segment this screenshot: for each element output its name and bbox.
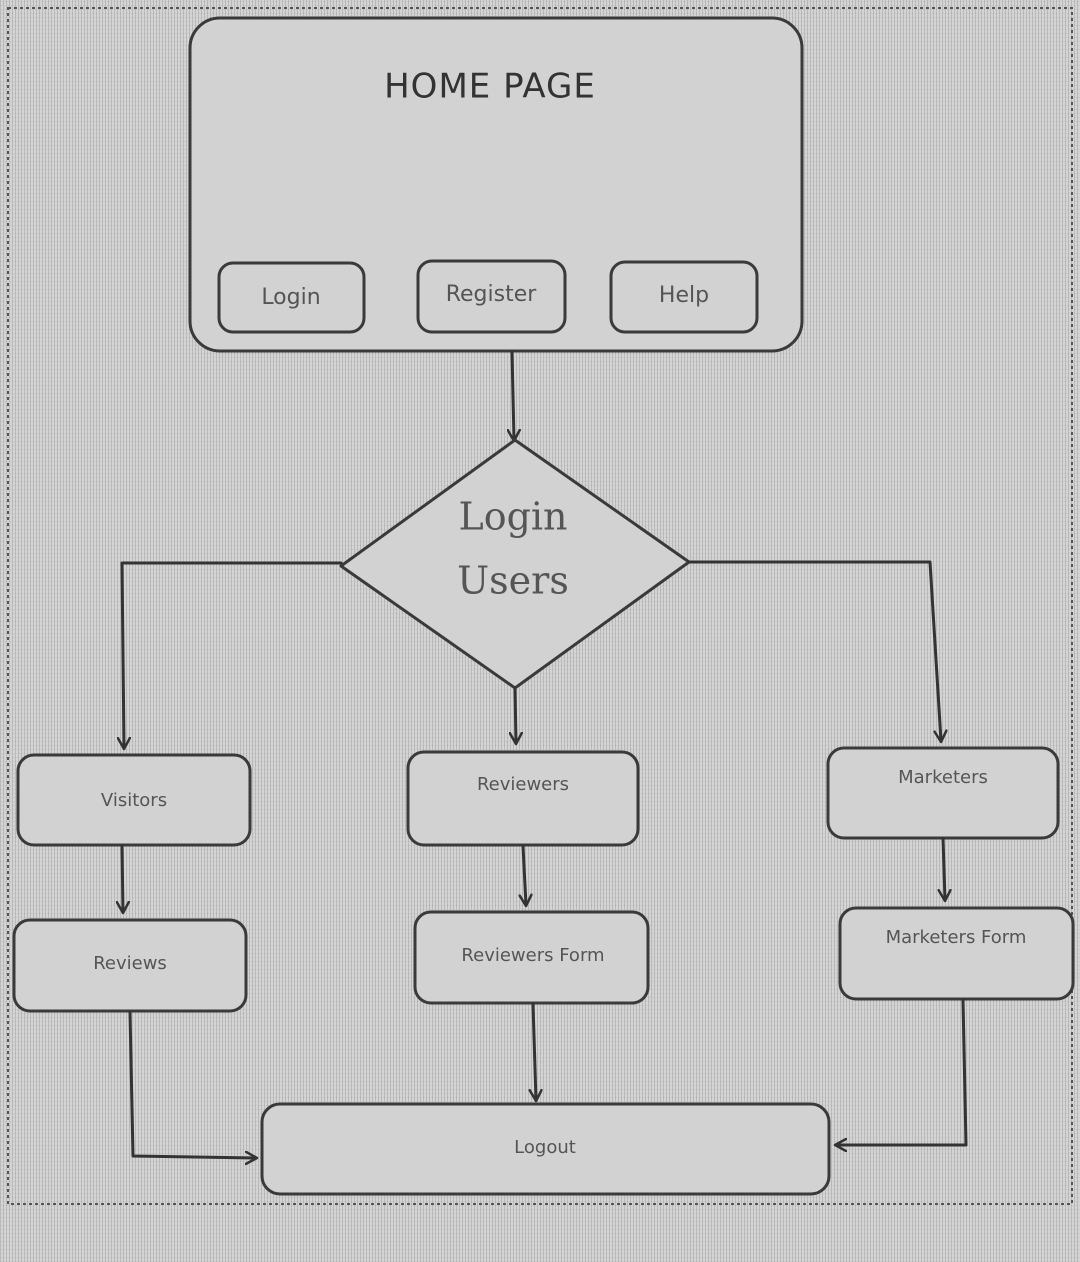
marketers-form-label: Marketers Form	[886, 927, 1027, 948]
reviewers-form-node: Reviewers Form	[413, 910, 650, 1005]
reviews-node: Reviews	[12, 918, 248, 1013]
decision-label-line2: Users	[457, 559, 569, 603]
connector-home-to-login	[512, 350, 514, 440]
login-button-label: Login	[261, 285, 320, 310]
connector-marketers-form-to-logout	[836, 998, 968, 1145]
reviewers-node: Reviewers	[406, 750, 640, 847]
marketers-label: Marketers	[898, 767, 988, 788]
help-button-label: Help	[659, 283, 709, 308]
connector-reviews-to-logout	[128, 1010, 256, 1158]
logout-node: Logout	[260, 1102, 831, 1196]
marketers-form-node: Marketers Form	[838, 906, 1075, 1001]
connector-visitors-to-reviews	[122, 844, 123, 912]
connector-login-to-visitors	[122, 561, 343, 748]
register-button[interactable]: Register	[416, 259, 567, 334]
connector-marketers-to-form	[943, 836, 945, 900]
marketers-node: Marketers	[826, 746, 1060, 840]
decision-label-line1: Login	[458, 495, 567, 539]
reviewers-form-label: Reviewers Form	[461, 945, 604, 966]
diagram-frame	[7, 7, 1073, 1205]
register-button-label: Register	[446, 282, 538, 307]
reviews-label: Reviews	[93, 953, 167, 974]
visitors-node: Visitors	[16, 753, 252, 847]
home-page-title: HOME PAGE	[384, 67, 596, 107]
logout-label: Logout	[514, 1137, 576, 1158]
help-button[interactable]: Help	[609, 260, 759, 334]
connector-reviewers-to-form	[523, 844, 526, 905]
visitors-label: Visitors	[101, 790, 167, 811]
reviewers-label: Reviewers	[477, 774, 569, 795]
login-button[interactable]: Login	[217, 261, 366, 334]
connector-login-to-marketers	[687, 560, 941, 741]
connector-reviewers-form-to-logout	[533, 1002, 536, 1100]
connector-login-to-reviewers	[515, 686, 516, 743]
